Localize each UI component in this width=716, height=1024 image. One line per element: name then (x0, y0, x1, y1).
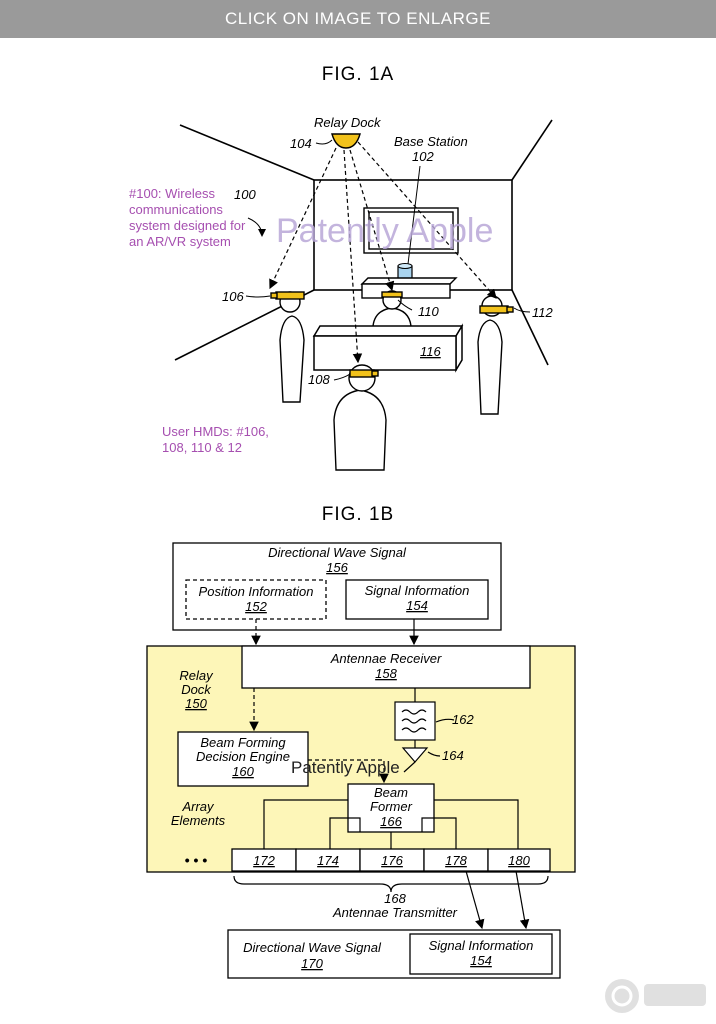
beam-engine-number: 160 (232, 764, 254, 779)
note-hmds-line2: 108, 110 & 12 (162, 440, 242, 455)
beam-engine-box (177, 731, 309, 787)
site-logo (605, 979, 706, 1013)
beam-engine-line2: Decision Engine (196, 749, 290, 764)
note-hmds-line1: User HMDs: #106, (162, 424, 269, 439)
beam-engine-line1: Beam Forming (200, 735, 286, 750)
hmd-110-number: 110 (418, 304, 439, 319)
beam-former-line1: Beam (374, 785, 408, 800)
signal-arrows-1a (269, 141, 497, 364)
base-station-number: 102 (412, 149, 434, 164)
signal-arrows-1b (249, 619, 530, 930)
fig-1a-room (174, 119, 553, 366)
antennae-receiver-box (241, 645, 531, 689)
watermark-1a: Patently Apple (276, 212, 494, 250)
person-108 (333, 364, 387, 471)
fig-1b-labels: Directional Wave Signal 156 Position Inf… (171, 545, 533, 971)
note-system-line2: communications (129, 202, 223, 217)
person-106 (270, 291, 305, 403)
element-180: 180 (508, 853, 530, 868)
relay-dock-label: Relay Dock (314, 115, 382, 130)
signal-info-bottom-label: Signal Information (429, 938, 534, 953)
hmd-106-number: 106 (222, 289, 244, 304)
enlarge-bar[interactable]: CLICK ON IMAGE TO ENLARGE (0, 0, 716, 38)
array-ellipsis: • • • (185, 852, 208, 868)
beam-former-box (347, 783, 435, 833)
watermark-1b: Patently Apple (291, 758, 400, 777)
fig-1a-title: FIG. 1A (321, 64, 395, 85)
element-172: 172 (253, 853, 275, 868)
dws-top-label: Directional Wave Signal (268, 545, 407, 560)
relay-dock-line1: Relay (179, 668, 214, 683)
transmitter-brace (233, 875, 549, 893)
dws-bottom-label: Directional Wave Signal (243, 940, 382, 955)
note-system-line4: an AR/VR system (129, 234, 231, 249)
dws-top-number: 156 (326, 560, 348, 575)
amp-number: 164 (442, 748, 464, 763)
hmd-112-number: 112 (532, 305, 553, 320)
note-system-line3: system designed for (129, 218, 246, 233)
table-116 (312, 323, 464, 373)
element-176: 176 (381, 853, 403, 868)
wall-screen (363, 207, 459, 254)
antennae-receiver-label: Antennae Receiver (330, 651, 442, 666)
hmd-108-number: 108 (308, 372, 330, 387)
person-112 (477, 295, 514, 415)
relay-dock-number: 104 (290, 136, 312, 151)
position-info-number: 152 (245, 599, 267, 614)
signal-info-top-label: Signal Information (365, 583, 470, 598)
transmitter-number: 168 (384, 891, 406, 906)
position-info-label: Position Information (199, 584, 314, 599)
filter-162 (394, 688, 436, 763)
system-number: 100 (234, 187, 256, 202)
filter-number: 162 (452, 712, 474, 727)
array-elements-line1: Array (181, 799, 215, 814)
fig-1b-title: FIG. 1B (321, 504, 395, 525)
note-system: #100: Wireless communications system des… (129, 186, 245, 250)
array-elements-line2: Elements (171, 813, 226, 828)
transmitter-label: Antennae Transmitter (332, 905, 458, 920)
former-connections (263, 799, 519, 849)
fig-1a-labels: Relay Dock 104 Base Station 102 100 106 … (222, 115, 553, 387)
desk-back (360, 277, 458, 299)
signal-info-top-number: 154 (406, 598, 428, 613)
note-hmds: User HMDs: #106, 108, 110 & 12 (162, 424, 269, 456)
relay-dock-icon (331, 133, 361, 149)
person-110 (372, 290, 412, 327)
relay-dock-number-1b: 150 (185, 696, 207, 711)
enlarge-label: CLICK ON IMAGE TO ENLARGE (225, 9, 491, 28)
element-174: 174 (317, 853, 339, 868)
antennae-receiver-number: 158 (375, 666, 397, 681)
note-system-line1: #100: Wireless (129, 186, 215, 201)
element-178: 178 (445, 853, 467, 868)
table-116-number: 116 (420, 344, 441, 359)
dws-bottom-number: 170 (301, 956, 323, 971)
amp-to-former-arrow (403, 761, 416, 773)
dws-bottom-box (227, 929, 561, 979)
leader-lines-1a (245, 139, 531, 381)
array-element-boxes (231, 848, 551, 872)
beam-former-line2: Former (370, 799, 413, 814)
relay-dock-line2: Dock (181, 682, 212, 697)
base-station-label: Base Station (394, 134, 468, 149)
signal-info-bottom-number: 154 (470, 953, 492, 968)
beam-former-number: 166 (380, 814, 402, 829)
